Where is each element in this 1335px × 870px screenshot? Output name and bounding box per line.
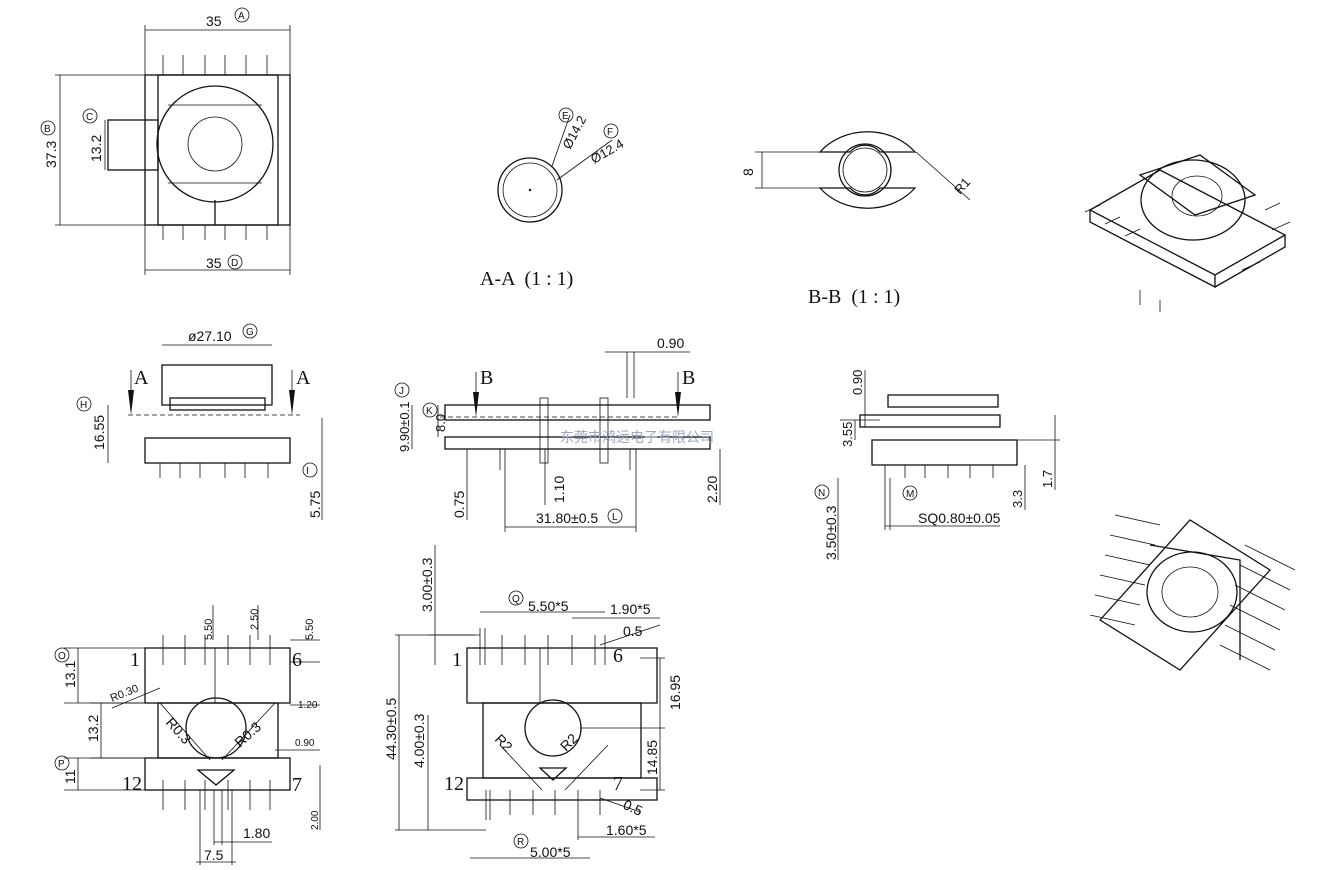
tag-k: K	[426, 406, 433, 417]
layout-pin-12: 12	[444, 773, 464, 795]
dim-lower-height: 11	[62, 769, 78, 784]
dim-hole-b: 0.5	[621, 796, 646, 819]
side-view: 0.90 B B 9.90±0.1 J 8.0 K 0.75 1.10 31.8…	[394, 335, 721, 532]
tag-m: M	[906, 489, 914, 500]
dim-gap: 8	[740, 168, 756, 176]
top-view: 35 A 37.3 B 13.2 C 35 D	[40, 7, 291, 275]
dim-flange-diameter: ø27.10	[188, 328, 232, 344]
dim-layout-offset-b: 4.00±0.3	[411, 713, 427, 768]
dim-pitch-b: 2.50	[249, 609, 261, 630]
dim-hole: 0.5	[623, 623, 643, 639]
tag-p: P	[58, 759, 65, 770]
section-mark-b-left: B	[480, 367, 493, 389]
layout-view: 1 6 12 7 3.00±0.3 5.50*5 Q 1.90*5 0.5 44…	[383, 545, 683, 860]
dim-pitch-top: 5.50*5	[528, 598, 569, 614]
dim-side-pin-offset: 0.75	[451, 491, 467, 518]
pin-7: 7	[292, 774, 302, 796]
watermark: 东莞市鸿远电子有限公司	[560, 429, 714, 446]
dim-front-height: 16.55	[91, 415, 107, 450]
dim-spacing: 7.5	[204, 847, 224, 863]
dim-side-width: 31.80±0.5	[536, 510, 598, 526]
dim-spacing-b: 1.80	[243, 825, 270, 841]
pin-12: 12	[122, 773, 142, 795]
isometric-view-top	[1084, 154, 1291, 312]
dim-side-thickness: 0.90	[657, 335, 684, 351]
dim-inner-diameter: Ø12.4	[588, 136, 626, 167]
dim-end-flange: 3.55	[840, 422, 855, 447]
section-mark-b-right: B	[682, 367, 695, 389]
dim-side-flange: 8.0	[433, 414, 448, 432]
end-view: 0.90 3.55 3.50±0.3 N SQ0.80±0.05 M 3.3 1…	[814, 370, 1060, 560]
dim-step: 1.20	[298, 700, 318, 711]
section-aa: Ø14.2 E Ø12.4 F A-A (1 : 1)	[480, 107, 626, 290]
dim-width-bottom: 35	[206, 255, 222, 271]
dim-window-height: 13.2	[85, 715, 101, 742]
tag-h: H	[80, 400, 87, 411]
dim-foot: 2.00	[310, 810, 321, 830]
tag-l: L	[612, 512, 618, 523]
section-mark-a-right: A	[296, 367, 311, 389]
layout-pin-1: 1	[452, 649, 462, 671]
tag-n: N	[818, 488, 825, 499]
caption-aa: A-A (1 : 1)	[480, 268, 573, 290]
pin-1: 1	[130, 649, 140, 671]
dim-pitch-low: 1.60*5	[606, 822, 647, 838]
dim-gap: 0.90	[295, 738, 315, 749]
dim-layout-offset: 3.00±0.3	[419, 557, 435, 612]
tag-c: C	[86, 112, 93, 123]
dim-end-pin-length: 3.3	[1010, 490, 1025, 508]
dim-width-top: 35	[206, 13, 222, 29]
dim-row-height: 13.1	[62, 661, 78, 688]
dim-height: 37.3	[43, 141, 59, 168]
dim-side-height: 9.90±0.1	[397, 401, 412, 452]
dim-end-foot: 1.7	[1040, 470, 1055, 488]
tag-e: E	[562, 111, 569, 122]
dim-layout-length: 44.30±0.5	[383, 698, 399, 760]
tag-d: D	[231, 258, 238, 269]
isometric-view-bottom	[1089, 514, 1296, 671]
dim-end-standoff: 3.50±0.3	[823, 505, 839, 560]
dim-side-pin-length: 2.20	[704, 476, 720, 503]
tag-g: G	[246, 327, 254, 338]
tag-a: A	[238, 11, 245, 22]
dim-pitch-a: 5.50	[203, 619, 215, 640]
tag-j: J	[399, 386, 404, 397]
dim-layout-radius-left: R2	[492, 731, 516, 755]
dim-end-pin-square: SQ0.80±0.05	[918, 510, 1001, 526]
tag-i: I	[306, 466, 309, 477]
dim-pin-length: 5.75	[307, 491, 323, 518]
dim-layout-radius-right: R2	[557, 730, 581, 754]
dim-window: 13.2	[88, 135, 104, 162]
tag-o: O	[58, 651, 66, 662]
dim-pitch-bottom: 5.00*5	[530, 844, 571, 860]
dim-radius-right: R0.3	[231, 718, 264, 750]
section-mark-a-left: A	[134, 367, 149, 389]
tag-f: F	[607, 127, 613, 138]
dim-radius: R1	[951, 175, 973, 197]
section-bb: 8 R1 B-B (1 : 1)	[740, 131, 973, 308]
dim-pitch-c: 5.50	[304, 619, 316, 640]
dim-side-pin-step: 1.10	[551, 476, 567, 503]
dim-end-top: 0.90	[850, 370, 865, 395]
tag-b: B	[44, 124, 51, 135]
layout-pin-7: 7	[613, 773, 623, 795]
front-view: ø27.10 G A A 16.55 H 5.75 I	[76, 323, 323, 520]
dim-span-a: 16.95	[667, 675, 683, 710]
tag-q: Q	[512, 594, 520, 605]
caption-bb: B-B (1 : 1)	[808, 286, 900, 308]
bottom-view: 1 6 12 7 13.1 O 5.50 2.50 5.50 R0.30 R0.…	[54, 605, 321, 865]
dim-fillet: R0.30	[109, 683, 141, 705]
pin-6: 6	[292, 649, 302, 671]
layout-pin-6: 6	[613, 645, 623, 667]
dim-span-b: 14.85	[644, 740, 660, 775]
tag-r: R	[517, 837, 524, 848]
dim-pitch-top-b: 1.90*5	[610, 601, 651, 617]
